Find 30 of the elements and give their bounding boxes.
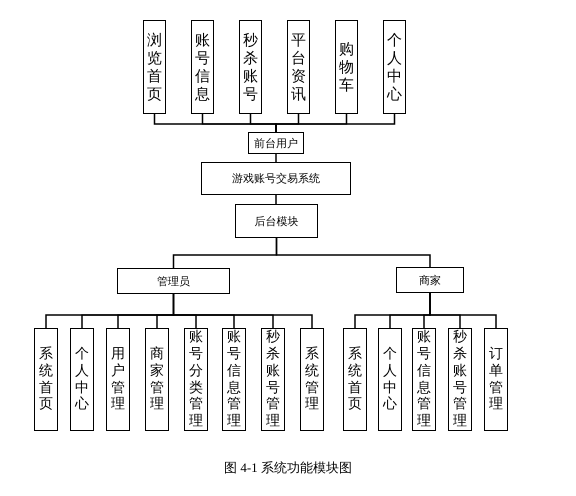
figure-caption: 图 4-1 系统功能模块图 — [224, 460, 352, 475]
module-box: 系统首页 — [34, 328, 58, 431]
module-box: 个人中心 — [383, 20, 406, 114]
module-box: 账号信息管理 — [412, 328, 436, 431]
module-box: 秒杀账号管理 — [261, 328, 285, 431]
module-box: 订单管理 — [484, 328, 508, 431]
module-box: 后台模块 — [235, 204, 318, 238]
module-box: 账号分类管理 — [184, 328, 208, 431]
connector-line — [429, 293, 497, 328]
module-box: 账号信息 — [191, 20, 214, 114]
module-box: 系统首页 — [343, 328, 367, 431]
module-box: 系统管理 — [300, 328, 324, 431]
module-box: 账号信息管理 — [222, 328, 246, 431]
module-box: 前台用户 — [248, 132, 304, 154]
module-box: 管理员 — [117, 268, 230, 294]
module-box: 平台资讯 — [287, 20, 310, 114]
module-box: 用户管理 — [106, 328, 130, 431]
module-box: 秒杀账号 — [239, 20, 262, 114]
module-box: 商家 — [396, 267, 464, 293]
connector-line — [275, 114, 396, 132]
module-box: 个人中心 — [378, 328, 402, 431]
module-box: 购物车 — [335, 20, 358, 114]
module-box: 秒杀账号管理 — [448, 328, 472, 431]
connector-line — [275, 154, 277, 162]
connector-line — [275, 195, 277, 204]
module-box: 商家管理 — [145, 328, 169, 431]
connector-line — [276, 238, 431, 267]
module-box: 个人中心 — [70, 328, 94, 431]
module-box: 浏览首页 — [143, 20, 166, 114]
module-box: 游戏账号交易系统 — [201, 162, 351, 195]
